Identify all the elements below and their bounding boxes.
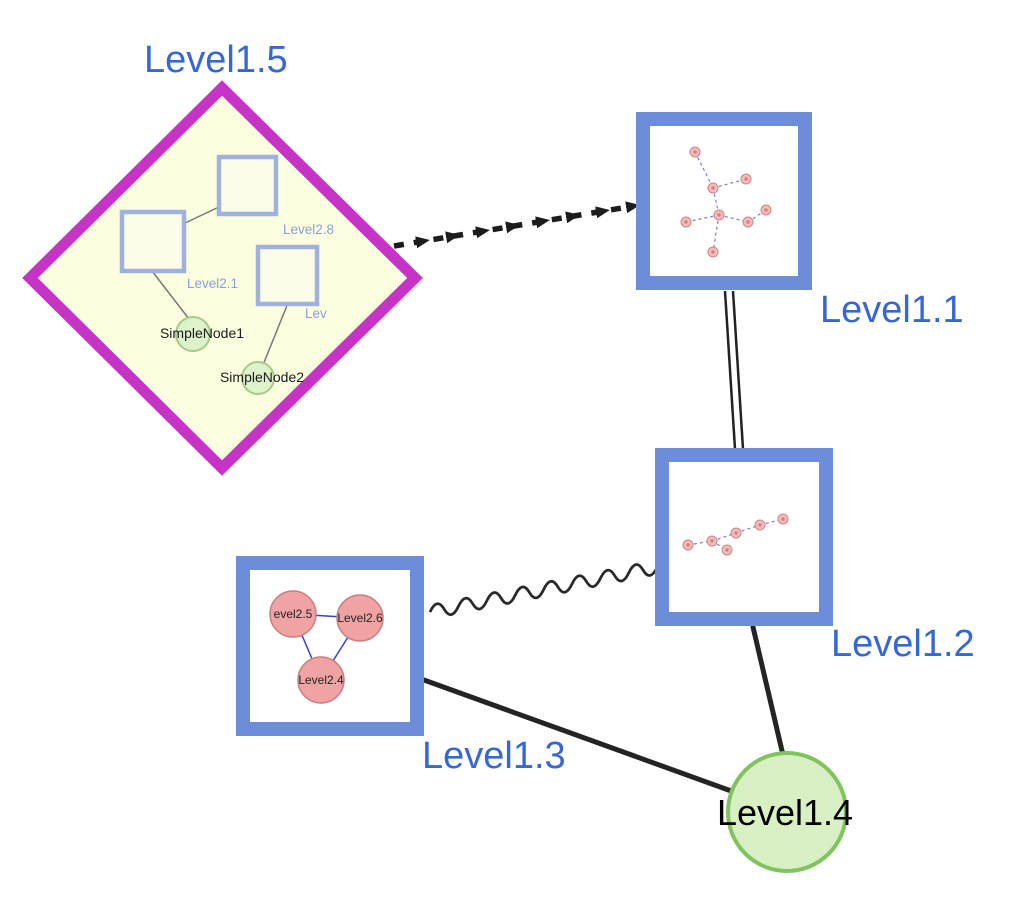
node-simplenode2[interactable] (241, 361, 275, 395)
node-level2.5-label: evel2.5 (274, 607, 313, 621)
group-node-level1.3[interactable]: evel2.5 Level2.6 Level2.4 (236, 556, 424, 736)
node-level2.1-label: Level2.1 (187, 276, 238, 291)
node-level2.8-label: Level2.8 (283, 222, 334, 237)
node-lev-label: Lev (305, 306, 327, 321)
level1.4-label: Level1.4 (717, 792, 853, 833)
level1.5-diamond-shape[interactable] (22, 80, 423, 476)
edge-level2.1-to-simplenode1 (151, 270, 190, 320)
level1.3-box-shape[interactable] (236, 556, 424, 736)
group-node-level1.1[interactable] (636, 112, 812, 290)
level1.1-box-shape[interactable] (636, 112, 812, 290)
group-node-level1.2[interactable] (655, 448, 833, 626)
node-level2.6-label: Level2.6 (337, 611, 383, 625)
node-level2.5[interactable] (269, 590, 317, 638)
level1.1-label: Level1.1 (820, 289, 964, 331)
edge-level1.1-to-level1.2-line-a (723, 290, 737, 450)
edge-level1.2-to-level1.4 (750, 624, 786, 758)
group-node-level1.5[interactable]: Level2.8 Level2.1 Lev SimpleNode1 Simple… (22, 80, 423, 476)
node-level1.4[interactable]: Level1.4 (717, 751, 853, 873)
level1.2-inner-graph (682, 513, 789, 556)
level1.5-label: Level1.5 (144, 39, 288, 81)
node-level2.4[interactable] (297, 656, 345, 704)
edge-level1.3-to-level1.4 (421, 677, 737, 795)
level1.3-label: Level1.3 (422, 735, 566, 777)
node-lev[interactable] (255, 244, 320, 307)
level1.2-box-shape[interactable] (655, 448, 833, 626)
level1.1-inner-graph (680, 146, 772, 258)
node-simplenode2-label: SimpleNode2 (220, 369, 304, 385)
level1.2-label: Level1.2 (831, 623, 975, 665)
edge-level1.1-to-level1.2-line-b (731, 290, 745, 450)
node-level2.8[interactable] (216, 154, 279, 217)
edge-lev-to-simplenode2 (262, 302, 289, 366)
node-level2.4-label: Level2.4 (298, 673, 344, 687)
node-simplenode1-label: SimpleNode1 (160, 325, 244, 341)
node-level2.1[interactable] (119, 209, 187, 274)
node-simplenode1[interactable] (175, 316, 211, 352)
edge-level2.8-to-level2.1 (182, 205, 222, 225)
edge-level1.2-to-level1.3-wavy (428, 563, 659, 616)
level1.4-circle-shape[interactable] (726, 751, 848, 873)
top-level-edges (421, 290, 786, 795)
node-level2.6[interactable] (336, 594, 384, 642)
edge-level1.5-to-level1.1-arrow (393, 201, 640, 249)
